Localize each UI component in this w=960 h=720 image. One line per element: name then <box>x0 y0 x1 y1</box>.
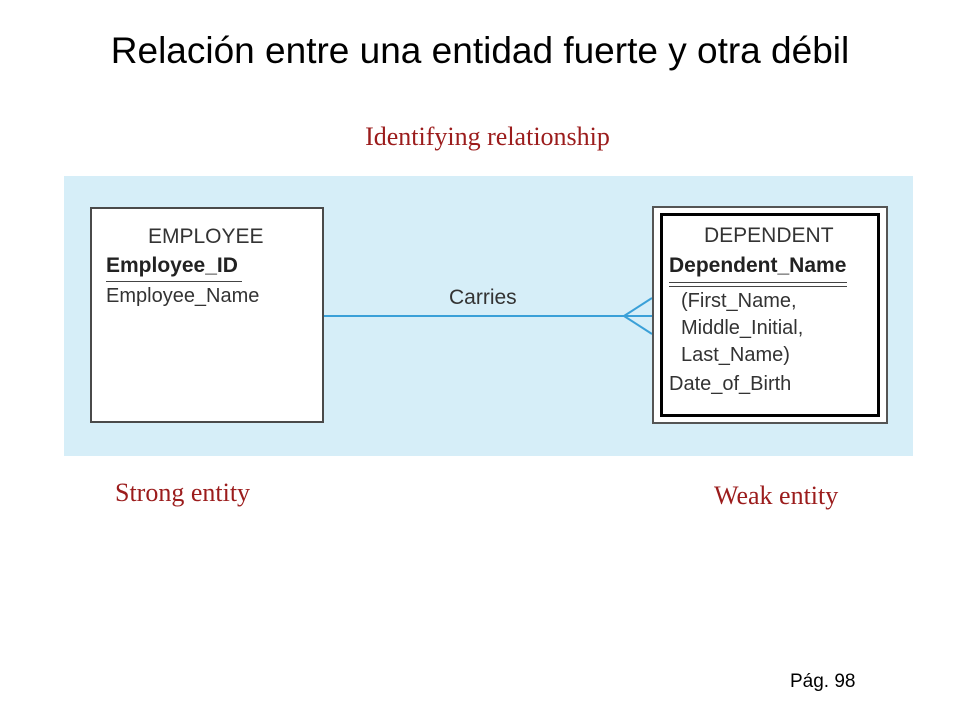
strong-entity-label: Strong entity <box>115 478 251 507</box>
dependent-attr-date-of-birth: Date_of_Birth <box>669 373 792 395</box>
page-number: Pág. 98 <box>790 671 856 692</box>
relationship-connector <box>324 297 653 335</box>
weak-entity-label: Weak entity <box>714 481 839 510</box>
dependent-attr-middle-initial: Middle_Initial, <box>681 317 804 339</box>
employee-entity: EMPLOYEE Employee_ID Employee_Name <box>90 207 324 423</box>
employee-key: Employee_ID <box>106 254 238 277</box>
slide-title: Relación entre una entidad fuerte y otra… <box>110 30 850 71</box>
crows-foot-upper <box>623 297 653 317</box>
diagram-panel: Carries EMPLOYEE Employee_ID Employee_Na… <box>64 176 913 456</box>
dependent-entity: DEPENDENT Dependent_Name (First_Name, Mi… <box>652 206 888 424</box>
dependent-key: Dependent_Name <box>669 254 847 277</box>
dependent-attr-first-name: (First_Name, <box>681 290 797 312</box>
crows-foot-lower <box>623 315 653 335</box>
employee-attr: Employee_Name <box>106 285 260 307</box>
dependent-inner-border: DEPENDENT Dependent_Name (First_Name, Mi… <box>660 213 880 417</box>
employee-title: EMPLOYEE <box>148 225 264 248</box>
dependent-key-underline-1 <box>669 282 847 283</box>
dependent-attr-last-name: Last_Name) <box>681 344 790 366</box>
dependent-title: DEPENDENT <box>704 224 834 247</box>
employee-key-underline <box>106 281 242 282</box>
relationship-name: Carries <box>449 286 517 309</box>
dependent-key-underline-2 <box>669 286 847 287</box>
identifying-relationship-label: Identifying relationship <box>365 122 610 151</box>
